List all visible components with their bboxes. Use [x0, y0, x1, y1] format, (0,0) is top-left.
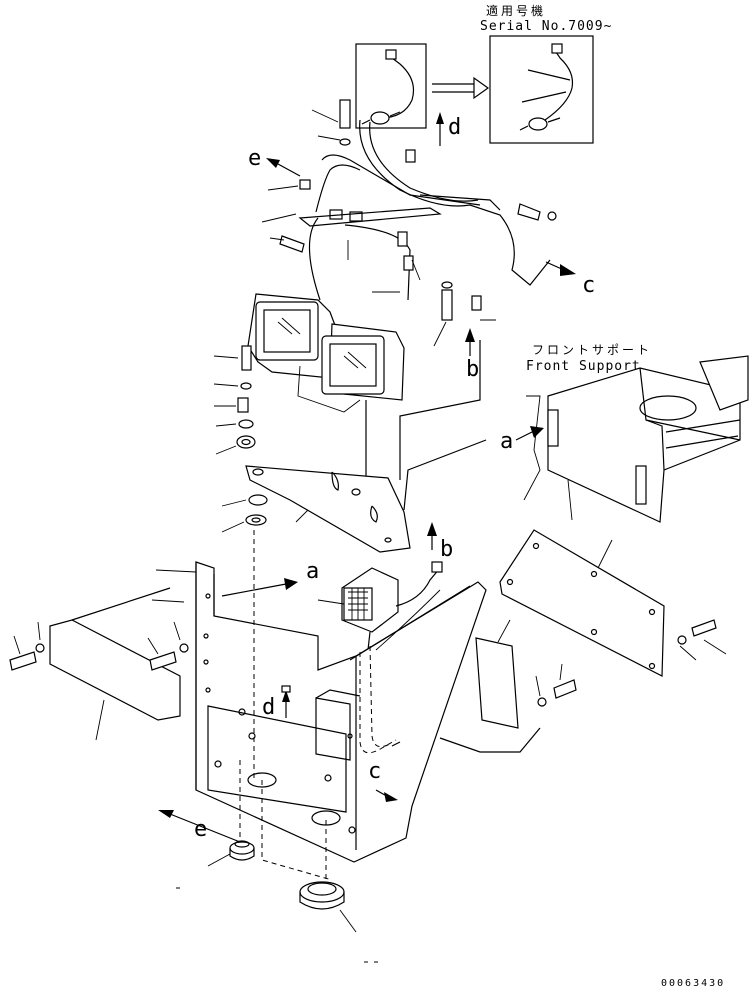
harness-connector-4	[397, 231, 408, 247]
leader-cover-bracket	[439, 727, 541, 753]
lamp-leader	[297, 365, 361, 413]
main-bracket	[151, 530, 487, 881]
harness-clamp-bar	[298, 207, 442, 227]
serial-number-label: Serial No.7009~	[480, 19, 612, 34]
callout-e-lower-label: e	[194, 817, 207, 842]
front-support: フロントサポート Front Support	[523, 343, 749, 523]
serial-inset: 適用号機 Serial No.7009~	[355, 3, 612, 144]
lamp-hardware-stack	[213, 345, 268, 533]
left-cover-plate	[49, 587, 181, 741]
bolt-center	[441, 289, 453, 321]
callout-c-lower-label: c	[368, 759, 381, 784]
front-support-label-en: Front Support	[526, 359, 641, 374]
grommet-large	[299, 881, 357, 933]
callout-b-upper-label: b	[466, 357, 479, 382]
callout-a-lower: a	[221, 559, 319, 597]
left-cover-bolt-1	[9, 621, 45, 671]
callout-d-upper-label: d	[448, 115, 461, 140]
bolt-stack	[241, 345, 252, 371]
washer-right	[547, 211, 557, 221]
callout-a-lower-label: a	[306, 559, 319, 584]
callout-a-upper-label: a	[500, 429, 513, 454]
bolt-left	[279, 235, 305, 253]
callout-e-upper-label: e	[248, 146, 261, 171]
new-harness-grommet	[528, 117, 548, 131]
callout-b-upper: b	[465, 328, 479, 382]
callout-d-lower: d	[262, 685, 291, 720]
old-harness-wire	[379, 57, 415, 119]
new-harness-box	[489, 35, 594, 144]
washer-top	[339, 138, 351, 146]
work-lamp-right	[321, 323, 405, 401]
right-cover-bolt	[677, 619, 727, 661]
bolt-top	[339, 99, 351, 129]
transition-arrow	[432, 83, 474, 93]
front-support-label-jp: フロントサポート	[532, 343, 652, 357]
old-harness-box	[355, 43, 427, 129]
harness-connector-3	[349, 211, 363, 222]
harness-connector-5	[403, 255, 414, 271]
callout-b-lower: b	[427, 522, 453, 562]
work-lamp-left	[247, 293, 337, 379]
figure-number: 00063430	[661, 978, 725, 989]
left-cover-bolt-2	[147, 621, 189, 671]
callout-d-lower-label: d	[262, 695, 275, 720]
callout-d-upper: d	[436, 112, 461, 146]
applicable-serial-label-jp: 適用号機	[486, 3, 546, 18]
callout-e-upper: e	[248, 146, 301, 177]
callout-b-lower-label: b	[440, 537, 453, 562]
new-harness-wire	[544, 51, 574, 121]
callout-c-upper: c	[545, 261, 595, 298]
callout-c-lower: c	[368, 759, 398, 802]
bolt-right	[517, 203, 541, 221]
callout-e-lower: e	[158, 810, 241, 843]
right-cover-plate	[499, 529, 665, 677]
grommet-small	[207, 840, 255, 867]
new-harness-connector	[551, 43, 563, 54]
harness-connector-1	[299, 179, 311, 190]
small-cover-plate	[475, 619, 519, 729]
callout-c-upper-label: c	[582, 273, 595, 298]
callout-a-upper: a	[500, 426, 544, 454]
lamp-bracket	[245, 465, 411, 553]
horn	[317, 561, 443, 651]
harness-assembly	[261, 99, 557, 347]
small-plate-bolt	[535, 663, 577, 707]
harness-connector-6	[471, 295, 482, 311]
